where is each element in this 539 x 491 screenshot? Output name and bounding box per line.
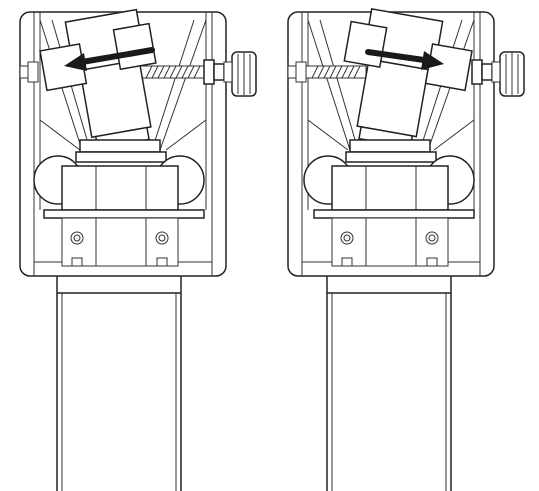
- adjustment-knob: [491, 51, 525, 97]
- lower-column: [326, 276, 452, 491]
- adjustment-knob: [223, 51, 257, 97]
- tilt-head: [39, 8, 157, 150]
- side-bolt-left: [287, 61, 307, 83]
- base-clamp: [33, 139, 205, 267]
- lower-column: [56, 276, 182, 491]
- direction-arrow-left: [64, 47, 155, 71]
- adjustment-screw: [305, 59, 493, 85]
- base-clamp: [303, 139, 475, 267]
- panel-left-arrow: [19, 8, 257, 491]
- direction-arrow-right: [365, 49, 444, 70]
- adjustment-screw: [139, 59, 225, 85]
- side-bolt-left: [19, 61, 39, 83]
- panel-right-arrow: [287, 8, 525, 491]
